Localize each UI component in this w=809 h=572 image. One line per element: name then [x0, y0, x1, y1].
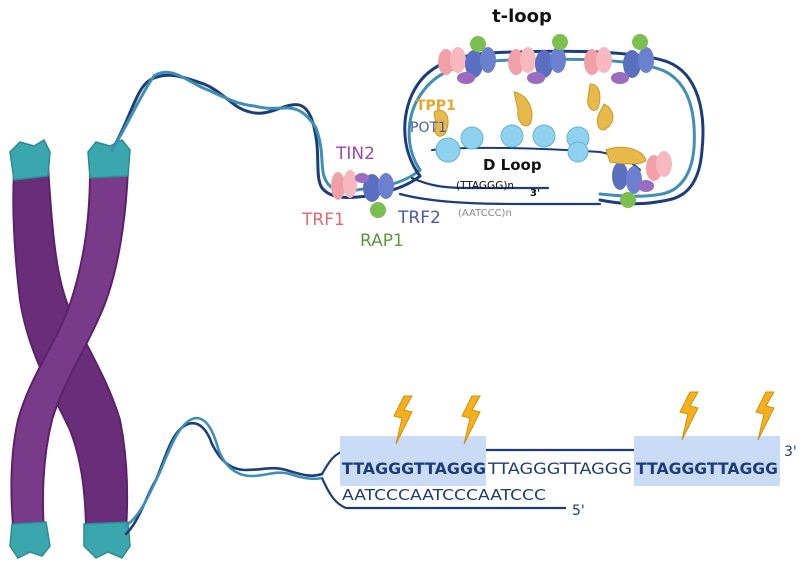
lightning-bolt-icon: [461, 395, 481, 445]
telomere-cap-bottom-right: [83, 521, 131, 559]
lightning-bolt-icon: [393, 395, 413, 445]
strand-g-label: (TTAGGG)n: [456, 180, 514, 192]
lower-dna-helix: [124, 416, 324, 536]
lightning-bolt-icon: [755, 391, 775, 441]
shelterin-cluster-2: [508, 34, 568, 84]
shelterin-cluster-4: [612, 151, 672, 208]
seq-top-seg1: TTAGGGTTAGGG: [342, 459, 486, 478]
label-pot1: POT1: [410, 120, 447, 136]
pot1-proteins: [435, 124, 590, 163]
t-loop-three-prime: 3': [530, 188, 540, 199]
seq-bottom: AATCCCAATCCCAATCCC: [342, 486, 546, 504]
chromosome: [9, 138, 131, 559]
shelterin-cluster-1: [438, 36, 496, 84]
damage-bolts: [393, 391, 775, 445]
strand-c-label: (AATCCC)n: [458, 208, 512, 219]
highlight-box-right: [634, 436, 780, 486]
highlight-box-left: [340, 436, 486, 486]
label-trf1: TRF1: [301, 210, 345, 230]
tpp1-proteins: [433, 83, 647, 165]
label-rap1: RAP1: [360, 231, 404, 251]
telomere-cap-top-left: [9, 138, 51, 181]
d-loop-label: D Loop: [483, 156, 542, 174]
seq-top-seg3: TTAGGGTTAGGG: [636, 459, 778, 478]
label-tin2: TIN2: [335, 144, 375, 164]
shelterin-cluster-3: [584, 34, 654, 84]
seq-five-prime: 5': [572, 503, 585, 519]
shelterin-cluster-base: [331, 170, 394, 218]
upper-dna-helix: [110, 70, 422, 200]
label-trf2: TRF2: [397, 208, 441, 228]
t-loop-title: t-loop: [492, 6, 552, 27]
telomere-cap-top-right: [87, 139, 131, 179]
seq-top-seg2: TTAGGGTTAGGG: [487, 459, 632, 478]
lightning-bolt-icon: [679, 391, 699, 441]
label-tpp1: TPP1: [416, 98, 456, 114]
telomere-cap-bottom-left: [9, 521, 51, 559]
seq-three-prime: 3': [784, 444, 797, 460]
